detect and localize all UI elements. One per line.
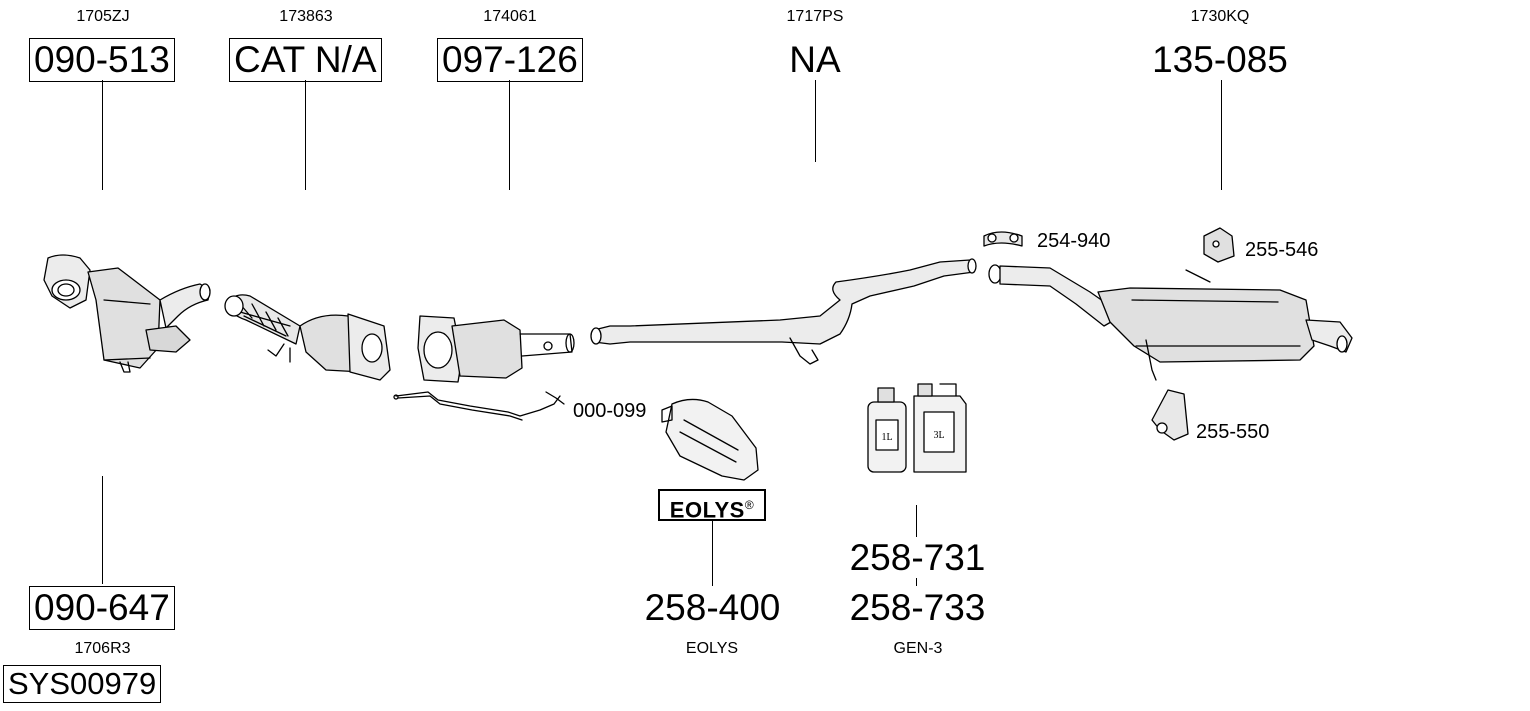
leader-line-258-733 <box>916 578 917 586</box>
part-code-097-126[interactable]: 097-126 <box>437 38 583 82</box>
eolys-label: EOLYS <box>685 640 739 657</box>
system-code[interactable]: SYS00979 <box>3 665 162 703</box>
leader-line-na <box>815 80 816 162</box>
part-code-258-400[interactable]: 258-400 <box>644 587 781 628</box>
part-code-258-731[interactable]: 258-731 <box>849 537 986 578</box>
flex-pipe-catalyst-drawing[interactable] <box>224 294 391 381</box>
part-code-090-647[interactable]: 090-647 <box>29 586 175 630</box>
ref-label-173863: 173863 <box>279 8 333 25</box>
part-label-255-550[interactable]: 255-550 <box>1196 421 1270 443</box>
eolys-logo: EOLYS® <box>658 489 766 523</box>
eolys-bag-drawing[interactable] <box>661 398 759 481</box>
bracket-255-550-drawing[interactable] <box>1151 389 1189 441</box>
rear-silencer-drawing[interactable] <box>988 264 1353 381</box>
bottle-3l-label: 3L <box>933 430 944 441</box>
leader-line-097-126 <box>509 80 510 190</box>
part-code-na[interactable]: NA <box>789 39 841 80</box>
leader-line-258-400 <box>712 521 713 586</box>
bottle-1l-label: 1L <box>881 432 892 443</box>
part-code-135-085[interactable]: 135-085 <box>1152 39 1288 80</box>
registered-mark: ® <box>744 498 755 512</box>
fluid-bottles-drawing[interactable]: 1L 3L <box>867 383 967 473</box>
leader-line-258-731 <box>916 505 917 537</box>
part-code-090-513[interactable]: 090-513 <box>29 38 175 82</box>
particle-filter-drawing[interactable] <box>417 315 575 383</box>
part-code-258-733[interactable]: 258-733 <box>849 587 986 628</box>
leader-line-cat-na <box>305 80 306 190</box>
intermediate-pipe-drawing[interactable] <box>590 258 977 365</box>
ref-label-1717ps: 1717PS <box>786 8 844 25</box>
eolys-logo-text: EOLYS <box>669 497 745 523</box>
ref-label-1705zj: 1705ZJ <box>76 8 130 25</box>
fluid-label: GEN-3 <box>893 640 943 657</box>
ref-label-1706r3: 1706R3 <box>74 640 131 657</box>
manifold-catalyst-drawing[interactable] <box>43 254 211 373</box>
leader-line-090-513 <box>102 80 103 190</box>
part-label-255-546[interactable]: 255-546 <box>1245 239 1319 261</box>
leader-line-090-647 <box>102 476 103 584</box>
part-label-000-099[interactable]: 000-099 <box>573 400 647 422</box>
clamp-254-940-drawing[interactable] <box>983 231 1023 247</box>
ref-label-174061: 174061 <box>483 8 537 25</box>
sensor-wire-drawing[interactable] <box>393 391 565 421</box>
leader-line-135-085 <box>1221 80 1222 190</box>
part-label-254-940[interactable]: 254-940 <box>1037 230 1111 252</box>
hanger-255-546-drawing[interactable] <box>1203 227 1235 263</box>
ref-label-1730kq: 1730KQ <box>1190 8 1250 25</box>
